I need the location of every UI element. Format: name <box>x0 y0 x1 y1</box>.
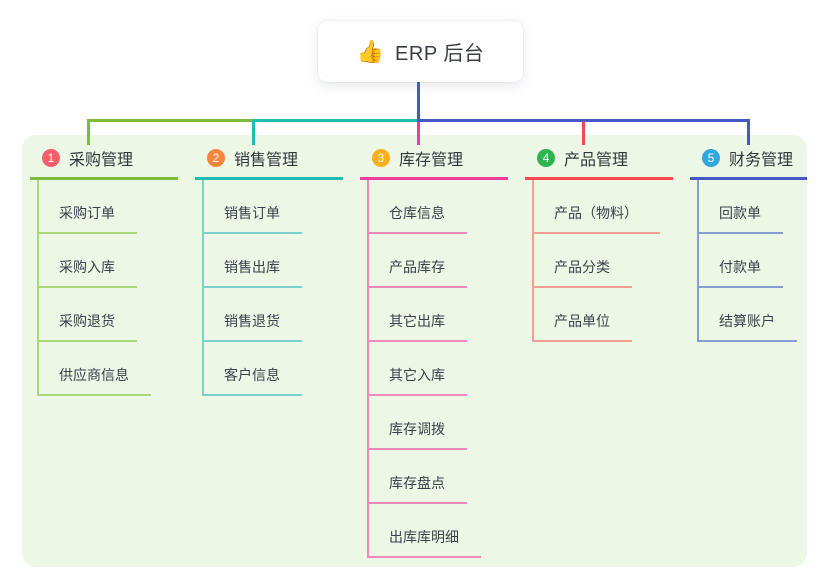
branch-index-badge: 5 <box>702 149 720 167</box>
child-node[interactable]: 采购退货 <box>39 288 137 342</box>
connector-line <box>417 119 750 122</box>
branch-node: 4 产品管理 产品（物料） 产品分类 产品单位 <box>525 139 673 342</box>
branch-index-badge: 2 <box>207 149 225 167</box>
child-node-label: 供应商信息 <box>59 367 129 383</box>
branch-children: 回款单 付款单 结算账户 <box>697 180 838 342</box>
branch-title: 库存管理 <box>399 152 464 169</box>
branch-title: 财务管理 <box>729 152 794 169</box>
branch-header[interactable]: 3 库存管理 <box>360 139 508 180</box>
child-node[interactable]: 销售出库 <box>204 234 302 288</box>
child-node-label: 其它入库 <box>389 367 445 383</box>
child-node-label: 仓库信息 <box>389 205 445 221</box>
child-node-label: 产品单位 <box>554 313 610 329</box>
branch-index-badge: 3 <box>372 149 390 167</box>
branches-panel <box>22 135 807 567</box>
child-node-label: 结算账户 <box>719 313 775 329</box>
branch-title: 产品管理 <box>564 152 629 169</box>
child-node[interactable]: 采购入库 <box>39 234 137 288</box>
branch-node: 5 财务管理 回款单 付款单 结算账户 <box>690 139 838 342</box>
branch-drop-line <box>252 122 255 145</box>
child-node[interactable]: 采购订单 <box>39 180 137 234</box>
child-node[interactable]: 出库库明细 <box>369 504 481 558</box>
child-node-label: 客户信息 <box>224 367 280 383</box>
branch-drop-line <box>582 122 585 145</box>
child-node-label: 采购退货 <box>59 313 115 329</box>
branch-children: 仓库信息 产品库存 其它出库 其它入库 库存调拨 库存盘点 出库库明细 <box>367 180 508 558</box>
child-node[interactable]: 销售退货 <box>204 288 302 342</box>
branch-node: 2 销售管理 销售订单 销售出库 销售退货 客户信息 <box>195 139 343 396</box>
root-node-label: ERP 后台 <box>395 43 485 65</box>
branch-node: 1 采购管理 采购订单 采购入库 采购退货 供应商信息 <box>30 139 178 396</box>
child-node[interactable]: 产品分类 <box>534 234 632 288</box>
branch-children: 产品（物料） 产品分类 产品单位 <box>532 180 673 342</box>
connector-line <box>252 119 417 122</box>
branch-children: 销售订单 销售出库 销售退货 客户信息 <box>202 180 343 396</box>
child-node[interactable]: 回款单 <box>699 180 783 234</box>
branch-title: 采购管理 <box>69 152 134 169</box>
child-node-label: 产品库存 <box>389 259 445 275</box>
child-node[interactable]: 库存盘点 <box>369 450 467 504</box>
child-node-label: 其它出库 <box>389 313 445 329</box>
child-node[interactable]: 销售订单 <box>204 180 302 234</box>
branch-header[interactable]: 4 产品管理 <box>525 139 673 180</box>
child-node-label: 回款单 <box>719 205 761 221</box>
child-node-label: 产品分类 <box>554 259 610 275</box>
child-node[interactable]: 结算账户 <box>699 288 797 342</box>
child-node-label: 采购入库 <box>59 259 115 275</box>
child-node-label: 产品（物料） <box>554 205 638 221</box>
thumbs-up-icon: 👍 <box>356 38 385 64</box>
child-node[interactable]: 供应商信息 <box>39 342 151 396</box>
child-node[interactable]: 客户信息 <box>204 342 302 396</box>
branch-header[interactable]: 2 销售管理 <box>195 139 343 180</box>
branch-drop-line <box>87 122 90 145</box>
child-node[interactable]: 付款单 <box>699 234 783 288</box>
root-connector-line <box>417 82 420 122</box>
connector-line <box>87 119 252 122</box>
branch-drop-line <box>417 122 420 145</box>
child-node-label: 库存调拨 <box>389 421 445 437</box>
child-node[interactable]: 其它出库 <box>369 288 467 342</box>
branch-header[interactable]: 1 采购管理 <box>30 139 178 180</box>
branch-title: 销售管理 <box>234 152 299 169</box>
branch-index-badge: 1 <box>42 149 60 167</box>
child-node-label: 销售订单 <box>224 205 280 221</box>
child-node[interactable]: 产品（物料） <box>534 180 660 234</box>
child-node-label: 销售出库 <box>224 259 280 275</box>
branch-index-badge: 4 <box>537 149 555 167</box>
child-node-label: 库存盘点 <box>389 475 445 491</box>
child-node-label: 销售退货 <box>224 313 280 329</box>
child-node[interactable]: 库存调拨 <box>369 396 467 450</box>
child-node[interactable]: 产品单位 <box>534 288 632 342</box>
child-node-label: 采购订单 <box>59 205 115 221</box>
child-node-label: 付款单 <box>719 259 761 275</box>
child-node-label: 出库库明细 <box>389 529 459 545</box>
branch-node: 3 库存管理 仓库信息 产品库存 其它出库 其它入库 库存调拨 库存盘点 出库库… <box>360 139 508 558</box>
child-node[interactable]: 产品库存 <box>369 234 467 288</box>
child-node[interactable]: 仓库信息 <box>369 180 467 234</box>
branch-drop-line <box>747 122 750 145</box>
child-node[interactable]: 其它入库 <box>369 342 467 396</box>
branch-header[interactable]: 5 财务管理 <box>690 139 807 180</box>
branch-children: 采购订单 采购入库 采购退货 供应商信息 <box>37 180 178 396</box>
root-node[interactable]: 👍 ERP 后台 <box>318 21 523 82</box>
